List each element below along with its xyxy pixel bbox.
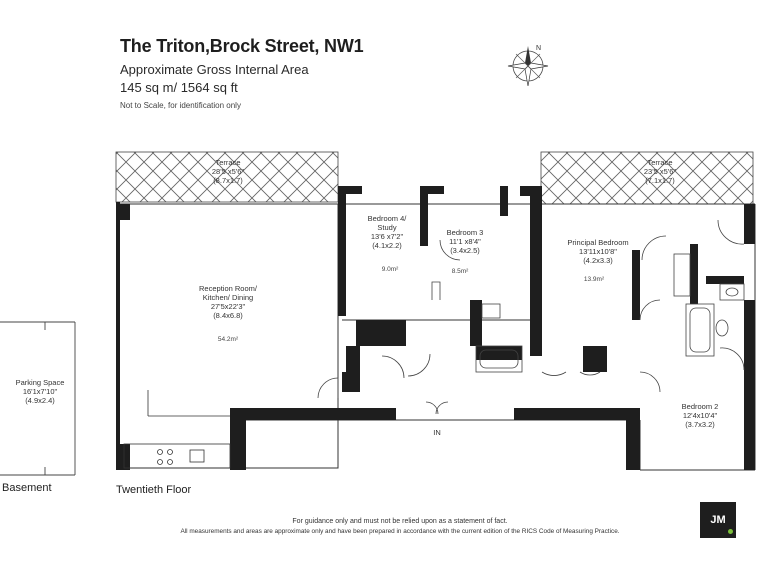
principal-bedroom-label: Principal Bedroom 13'11x10'8" (4.2x3.3) — [567, 238, 628, 265]
bedroom3-name: Bedroom 3 — [446, 228, 484, 237]
bedroom2-name: Bedroom 2 — [681, 402, 719, 411]
logo-text: JM — [710, 514, 726, 526]
bedroom2-metric: (3.7x3.2) — [685, 420, 715, 429]
principal-name: Principal Bedroom — [567, 238, 629, 247]
plan-total-area: 145 sq m/ 1564 sq ft — [120, 80, 238, 95]
disclaimer-line-1: For guidance only and must not be relied… — [292, 518, 508, 525]
twentieth-floor-label: Twentieth Floor — [116, 484, 192, 496]
svg-text:N: N — [536, 45, 541, 52]
basement-label: Basement — [2, 482, 52, 494]
kitchen-counter — [123, 390, 231, 469]
terrace-right-label: Terrace 23'5 x5'6" (7.1x1.7) — [644, 158, 676, 185]
bedroom4-dims: 13'6 x7'2" — [370, 232, 404, 241]
terrace-left-metric: (8.7x1.7) — [213, 176, 243, 185]
reception-name: Reception Room/ Kitchen/ Dining — [199, 284, 257, 302]
bedroom3-dims: 11'1 x8'4" — [449, 237, 481, 246]
bedroom4-label: Bedroom 4/ Study 13'6 x7'2" (4.1x2.2) — [361, 214, 413, 250]
parking-label: Parking Space 16'1x7'10" (4.9x2.4) — [16, 378, 65, 405]
bedroom4-metric: (4.1x2.2) — [372, 241, 402, 250]
parking-name: Parking Space — [15, 378, 65, 387]
terrace-left-hatch — [115, 151, 339, 203]
plan-subtitle: Approximate Gross Internal Area — [120, 62, 309, 77]
terrace-right-name: Terrace — [647, 158, 673, 167]
bedroom4-name: Bedroom 4/ Study — [367, 214, 407, 232]
reception-dims: 27'5x22'3" — [210, 302, 246, 311]
agent-logo: JM — [700, 502, 736, 538]
bedroom3-metric: (3.4x2.5) — [450, 246, 480, 255]
bedroom2-label: Bedroom 2 12'4x10'4" (3.7x3.2) — [682, 402, 719, 429]
bath-fixtures — [475, 253, 745, 373]
terrace-left-label: Terrace 28'5 x5'6" (8.7x1.7) — [212, 158, 244, 185]
logo-dot-icon — [728, 529, 733, 534]
walls-heavy — [116, 186, 755, 470]
scale-note: Not to Scale, for identification only — [120, 101, 241, 110]
reception-area: 54.2m² — [217, 336, 239, 343]
bedroom3-label: Bedroom 3 11'1 x8'4" (3.4x2.5) — [447, 228, 484, 255]
reception-label: Reception Room/ Kitchen/ Dining 27'5x22'… — [188, 284, 268, 320]
terrace-left-dims: 28'5 x5'6" — [211, 167, 245, 176]
door-swings — [317, 219, 745, 415]
disclaimer-line-2: All measurements and areas are approxima… — [180, 528, 620, 535]
terrace-right-metric: (7.1x1.7) — [645, 176, 675, 185]
bedroom2-dims: 12'4x10'4" — [682, 411, 718, 420]
bedroom3-area: 8.5m² — [451, 268, 469, 275]
parking-space-outline — [0, 321, 76, 476]
terrace-right-dims: 23'5 x5'6" — [643, 167, 677, 176]
compass-rose-icon: N — [507, 45, 549, 87]
reception-metric: (8.4x6.8) — [213, 311, 243, 320]
principal-area: 13.9m² — [583, 276, 605, 283]
plan-title: The Triton,Brock Street, NW1 — [120, 36, 364, 56]
principal-dims: 13'11x10'8" — [579, 247, 617, 256]
entrance-label: IN — [433, 428, 441, 437]
parking-dims: 16'1x7'10" — [22, 387, 58, 396]
principal-metric: (4.2x3.3) — [583, 256, 613, 265]
terrace-left-name: Terrace — [215, 158, 241, 167]
parking-metric: (4.9x2.4) — [25, 396, 55, 405]
bedroom4-area: 9.0m² — [381, 266, 399, 273]
